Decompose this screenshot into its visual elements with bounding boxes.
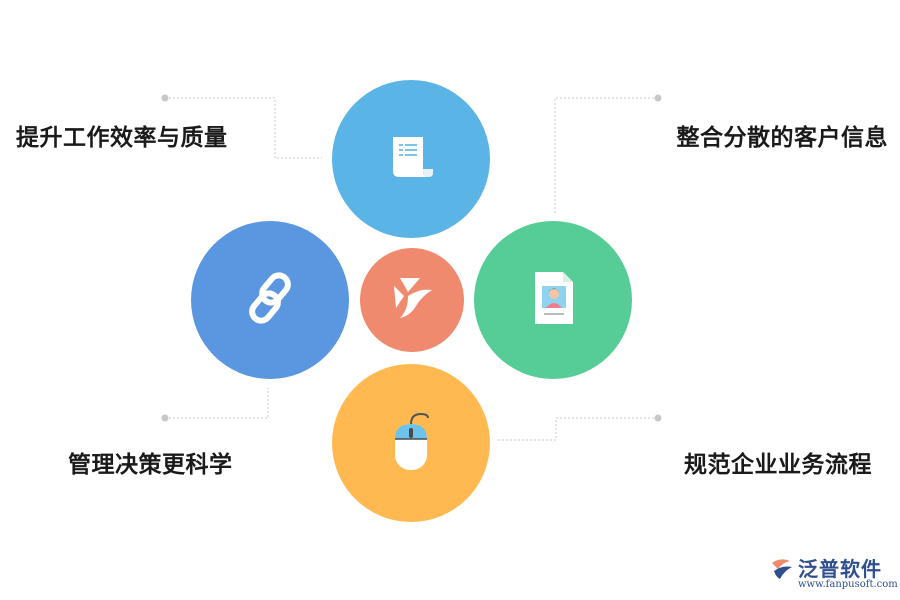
connector-dot-top-left xyxy=(161,94,169,102)
profile-card-icon xyxy=(525,266,581,334)
circle-top xyxy=(332,80,490,238)
mouse-icon xyxy=(386,408,436,478)
circle-center xyxy=(360,248,464,352)
link-chain-icon xyxy=(240,268,300,332)
brand-name: 泛普软件 xyxy=(798,557,882,581)
connector-top-left xyxy=(165,97,322,159)
document-scroll-icon xyxy=(383,129,439,189)
brand-mark-icon xyxy=(768,555,796,587)
brand-logo-icon xyxy=(386,272,438,328)
circle-right xyxy=(474,221,632,379)
label-integrate-customer-info: 整合分散的客户信息 xyxy=(676,125,888,151)
connector-bottom-right xyxy=(498,417,658,441)
connector-dot-top-right xyxy=(654,94,662,102)
label-improve-efficiency: 提升工作效率与质量 xyxy=(16,125,228,151)
label-standardize-process: 规范企业业务流程 xyxy=(684,452,872,478)
brand-watermark: 泛普软件 www.fanpusoft.com xyxy=(768,553,898,597)
label-scientific-decisions: 管理决策更科学 xyxy=(68,452,233,478)
circle-bottom xyxy=(332,364,490,522)
circle-left xyxy=(191,221,349,379)
connector-top-right xyxy=(554,97,658,215)
connector-dot-bottom-left xyxy=(161,414,169,422)
connector-bottom-left xyxy=(165,388,269,419)
connector-dot-bottom-right xyxy=(654,414,662,422)
brand-url: www.fanpusoft.com xyxy=(798,579,898,590)
